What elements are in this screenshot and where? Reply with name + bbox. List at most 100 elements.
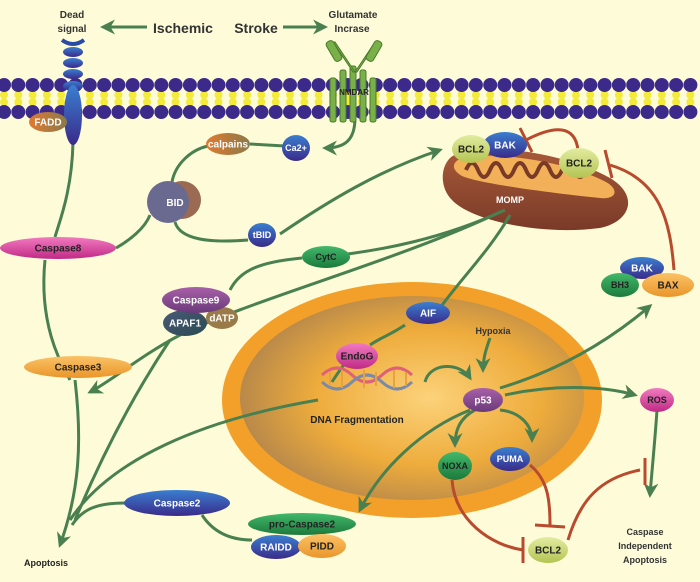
node-noxa-shape (438, 452, 472, 480)
node-ca2-shape (282, 135, 310, 161)
node-bid: BID (147, 181, 201, 223)
node-bcl2-bottom-shape (528, 537, 568, 563)
title-ischemic: Ischemic (153, 20, 213, 36)
node-puma-shape (490, 447, 530, 471)
node-raidd-label: RAIDD (260, 543, 292, 554)
edge-caspase8-bid (115, 214, 152, 250)
edge-p53-puma (499, 408, 540, 443)
node-calpains: calpains (206, 133, 250, 155)
node-bh3-label: BH3 (611, 280, 629, 290)
node-fadd: FADD (29, 112, 67, 132)
edge-p53-pro-caspase2 (358, 408, 471, 513)
node-bh3: BH3 (601, 273, 639, 297)
node-noxa: NOXA (438, 452, 472, 480)
inhibit-bar-bak (518, 127, 534, 153)
death-receptor (60, 38, 86, 145)
edge-p53-ros (504, 384, 638, 399)
node-bcl2-bottom: BCL2 (528, 537, 568, 563)
edge-cytc-caspase9 (228, 256, 303, 291)
label-apoptosis: Apoptosis (24, 558, 68, 568)
activation-edges (42, 19, 659, 548)
edge-dna-apoptosis (68, 398, 319, 521)
node-caspase2-shape (124, 490, 230, 516)
edge-receptor-caspase8 (53, 141, 75, 238)
node-fadd-label: FADD (34, 118, 61, 129)
node-ros: ROS (640, 388, 674, 412)
node-calpains-label: calpains (208, 140, 248, 151)
edge-caspase2-raidd (200, 514, 253, 542)
node-bax: BAX (642, 273, 694, 297)
node-bax-label: BAX (657, 281, 678, 292)
node-puma: PUMA (490, 447, 530, 471)
node-caspase3-label: Caspase3 (55, 363, 102, 374)
inhibit-noxa-bcl2 (450, 479, 524, 552)
label-caspase-independent-1: Caspase (626, 527, 663, 537)
node-endog-label: EndoG (341, 352, 374, 363)
node-datp-label: dATP (209, 314, 235, 325)
node-p53-shape (463, 388, 503, 412)
node-bcl2-mito-right-label: BCL2 (566, 159, 593, 170)
node-caspase3: Caspase3 (24, 356, 132, 378)
label-dna-fragmentation: DNA Fragmentation (310, 415, 404, 426)
node-p53-label: p53 (474, 396, 492, 407)
node-calpains-shape (206, 133, 250, 155)
node-aif-shape (406, 302, 450, 324)
node-caspase8-label: Caspase8 (35, 244, 82, 255)
bid-shape-left (147, 181, 189, 223)
node-ca2-label: Ca2+ (285, 143, 307, 153)
node-aif-label: AIF (420, 309, 436, 320)
edge-p53-noxa (447, 408, 476, 448)
node-aif: AIF (406, 302, 450, 324)
nmdar-receptor (325, 40, 383, 123)
edge-bid-tbid (173, 221, 249, 243)
node-pidd-label: PIDD (310, 542, 334, 553)
node-bcl2-mito-left-label: BCL2 (458, 145, 485, 156)
node-endog-shape (336, 343, 378, 369)
node-bak-mito-shape (483, 132, 527, 158)
node-pro-caspase2-shape (248, 513, 356, 535)
title-stroke: Stroke (234, 20, 278, 36)
node-bak-right-shape (620, 257, 664, 279)
node-raidd-shape (251, 535, 301, 559)
node-apaf1-label: APAF1 (169, 319, 201, 330)
edge-caspase3-apoptosis (57, 379, 81, 548)
node-bak-mito: BAK (483, 132, 527, 158)
node-tbid: tBID (248, 223, 276, 247)
node-bcl2-mito-right: BCL2 (559, 148, 599, 178)
label-glutamate-2: Incrase (334, 24, 369, 35)
node-apaf1-shape (163, 310, 207, 336)
node-bcl2-mito-right-shape (559, 148, 599, 178)
node-caspase9-shape (162, 287, 230, 313)
node-caspase3-shape (24, 356, 132, 378)
node-bcl2-bottom-label: BCL2 (535, 546, 562, 557)
edge-dna-p53 (423, 363, 472, 383)
node-bid-label: BID (166, 198, 183, 209)
node-datp-shape (206, 307, 238, 329)
node-cytc-shape (302, 246, 350, 268)
edge-caspase2-apoptosis (70, 501, 126, 526)
inhibit-bax-bcl2 (609, 163, 676, 271)
node-tbid-shape (248, 223, 276, 247)
node-ros-label: ROS (647, 395, 667, 405)
node-datp: dATP (206, 307, 238, 329)
edge-hypoxia-p53 (475, 337, 492, 373)
node-bax-shape (642, 273, 694, 297)
node-puma-label: PUMA (497, 454, 524, 464)
node-caspase2-label: Caspase2 (154, 499, 201, 510)
node-caspase2: Caspase2 (124, 490, 230, 516)
node-endog: EndoG (336, 343, 378, 369)
node-bcl2-mito-left-shape (452, 135, 490, 163)
edge-tbid-bcl2 (279, 146, 443, 236)
node-raidd: RAIDD (251, 535, 301, 559)
node-ros-shape (640, 388, 674, 412)
label-dead-signal-1: Dead (60, 10, 84, 21)
edge-aif-endog (369, 323, 406, 347)
node-bak-right-label: BAK (631, 264, 653, 275)
dna-helix-icon (320, 366, 414, 391)
inhibit-bcl2-bak (525, 128, 580, 151)
node-caspase8-shape (0, 237, 116, 259)
node-noxa-label: NOXA (442, 461, 469, 471)
inhibit-bar-bcl2 (603, 149, 614, 179)
node-bh3-shape (601, 273, 639, 297)
